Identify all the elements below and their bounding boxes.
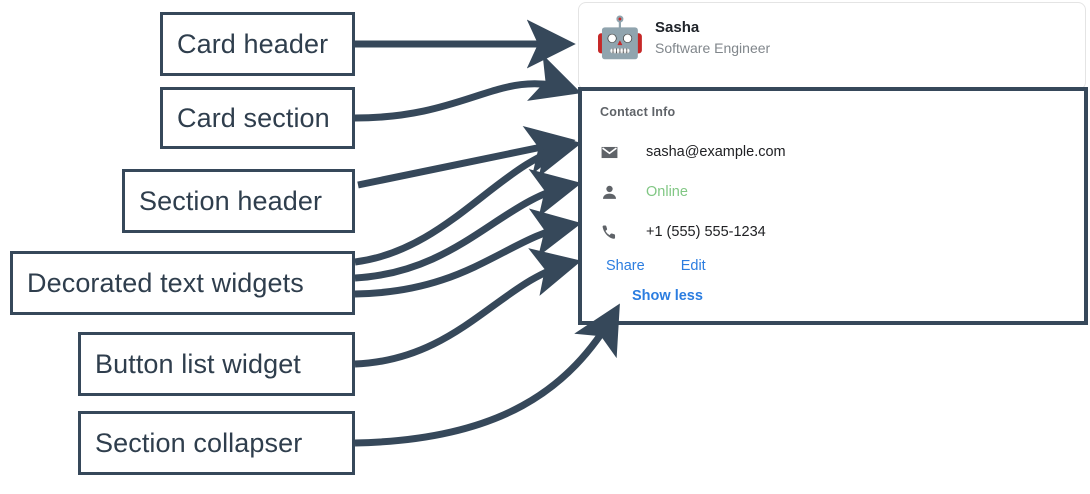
callout-label: Card section — [177, 102, 330, 133]
card-section-body: Contact Info sasha@example.com — [582, 91, 1084, 305]
decorated-text-label: +1 (555) 555-1234 — [646, 224, 766, 240]
decorated-text-label: Online — [646, 184, 688, 200]
decorated-text-widget-phone: +1 (555) 555-1234 — [600, 212, 1084, 252]
callout-label: Button list widget — [95, 348, 301, 379]
card-header-title: Sasha — [655, 18, 700, 36]
callout-section-collapser: Section collapser — [78, 411, 355, 475]
card-header-text: Sasha Software Engineer — [655, 18, 771, 57]
arrow-card-section — [354, 54, 582, 122]
person-icon — [600, 183, 624, 202]
phone-icon — [600, 223, 624, 242]
arrow-decorated-1 — [354, 129, 582, 266]
decorated-text-widget-email: sasha@example.com — [600, 132, 1084, 172]
decorated-text-label: sasha@example.com — [646, 144, 786, 160]
profile-card: 🤖 Sasha Software Engineer — [578, 2, 1086, 90]
arrow-section-collapser — [354, 303, 620, 447]
arrow-decorated-3 — [354, 208, 582, 298]
arrow-button-list — [354, 248, 582, 368]
email-icon — [600, 143, 624, 162]
section-header: Contact Info — [600, 105, 676, 119]
section-collapser: Show less — [600, 274, 1084, 305]
arrow-decorated-2 — [354, 169, 582, 282]
callout-card-header: Card header — [160, 12, 355, 76]
callout-card-section: Card section — [160, 87, 355, 149]
callout-decorated-text-widgets: Decorated text widgets — [10, 251, 355, 315]
callout-label: Section header — [139, 185, 323, 216]
show-less-button[interactable]: Show less — [632, 288, 703, 304]
callout-section-header: Section header — [122, 169, 355, 233]
card-header: 🤖 Sasha Software Engineer — [579, 3, 1085, 73]
callout-label: Decorated text widgets — [27, 267, 304, 298]
decorated-text-widget-status: Online — [600, 172, 1084, 212]
robot-avatar-icon: 🤖 — [595, 16, 645, 60]
button-list-widget: Share Edit — [600, 252, 1084, 274]
callout-label: Section collapser — [95, 427, 303, 458]
callout-button-list-widget: Button list widget — [78, 332, 355, 396]
share-button[interactable]: Share — [606, 258, 645, 274]
card-header-subtitle: Software Engineer — [655, 40, 771, 57]
callout-label: Card header — [177, 28, 329, 59]
edit-button[interactable]: Edit — [680, 258, 706, 274]
